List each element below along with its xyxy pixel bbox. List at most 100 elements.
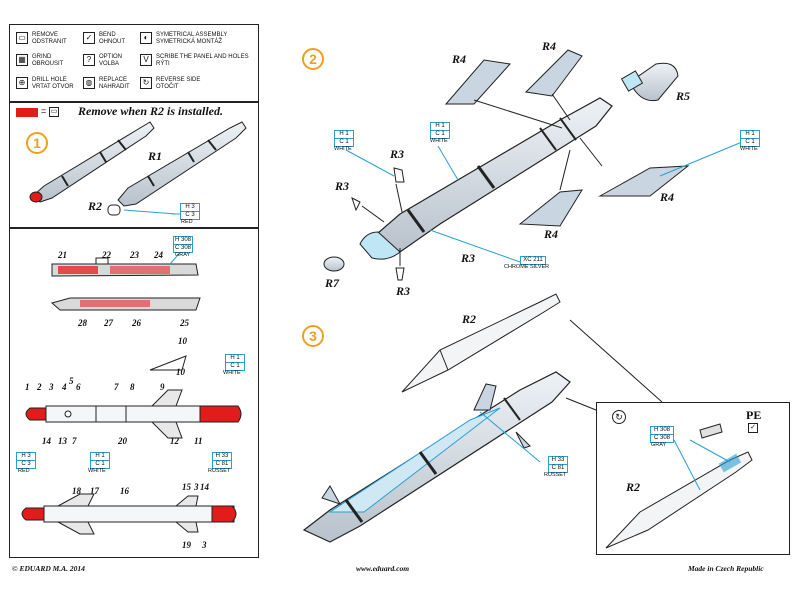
paint-name: RUSSET [208, 468, 231, 474]
part-number: 28 [78, 318, 87, 328]
paint-code: XC 211 [523, 257, 543, 263]
option-icon: ? [83, 54, 95, 66]
paint-callout-chrome: XC 211 [520, 256, 546, 265]
paint-code: C 308 [174, 245, 191, 251]
label-r1: R1 [148, 149, 163, 163]
paint-code: H 1 [741, 131, 759, 139]
part-number: 1 [25, 382, 30, 392]
legend-frame [9, 24, 259, 102]
paint-code: H 33 [549, 457, 567, 465]
reverse-icon: ↻ [140, 77, 152, 89]
legend-label: BEND OHNOUT [99, 32, 125, 45]
part-number: 13 [58, 436, 67, 446]
part-number: 22 [102, 250, 111, 260]
detail-pod [605, 423, 753, 549]
label-r4a: R4 [452, 52, 467, 66]
paint-name: WHITE [430, 138, 448, 144]
step-1-badge: 1 [26, 132, 48, 154]
paint-code: H 308 [651, 427, 673, 435]
paint-code: C 1 [339, 139, 349, 145]
bend-icon: ✓ [748, 423, 758, 433]
part-number: 3 [194, 482, 199, 492]
label-r2c: R2 [626, 480, 641, 494]
paint-name: WHITE [740, 146, 758, 152]
side-view-missile-2 [21, 493, 237, 535]
part-number: 8 [130, 382, 135, 392]
footer-origin: Made in Czech Republic [688, 564, 764, 573]
legend-item-scribe: V SCRIBE THE PANEL AND HOLES RÝTI [140, 54, 264, 68]
part-number: 6 [76, 382, 81, 392]
paint-name: GRAY [651, 442, 667, 448]
grind-icon: ▦ [16, 54, 28, 66]
part-number: 7 [114, 382, 119, 392]
symmetrical-icon: ◐ [140, 32, 152, 44]
step1-missile-a [29, 121, 155, 203]
part-number: 3 [49, 382, 54, 392]
paint-name: GRAY [175, 252, 191, 258]
part-number: 10 [176, 367, 185, 377]
remove-icon: ▭ [16, 32, 28, 44]
part-number: 16 [120, 486, 129, 496]
fin-part-10 [149, 355, 187, 371]
legend-item-replace: ◍ REPLACE NAHRADIT [83, 77, 139, 91]
note-swatch [16, 108, 38, 117]
part-number: 18 [72, 486, 81, 496]
part-number: 12 [170, 436, 179, 446]
part-number: 19 [182, 540, 191, 550]
paint-code: H 3 [17, 453, 35, 461]
paint-code: H 1 [91, 453, 109, 461]
label-r3a: R3 [390, 147, 405, 161]
sprue-bottom [50, 297, 201, 311]
part-number: 20 [118, 436, 127, 446]
step3-missile-body [302, 371, 571, 543]
note-equals: = [41, 106, 47, 116]
paint-name: WHITE [88, 468, 106, 474]
legend-label: REMOVE ODSTRANIT [32, 32, 67, 45]
side-view-missile-1 [25, 389, 242, 439]
legend-item-option: ? OPTION VOLBA [83, 54, 139, 68]
paint-code: C 1 [230, 363, 240, 369]
step2-cap-r5 [620, 62, 679, 102]
sprue-top [51, 257, 199, 277]
part-number: 4 [62, 382, 67, 392]
part-number: 15 [182, 482, 191, 492]
paint-code: C 3 [21, 461, 31, 467]
legend-item-grind: ▦ GRIND OBROUSIT [16, 54, 90, 68]
legend-label: DRILL HOLE VRTAT OTVOR [32, 77, 74, 90]
part-number: 23 [130, 250, 139, 260]
paint-name: RED [181, 219, 193, 225]
paint-code: H 1 [335, 131, 353, 139]
paint-code: H 3 [181, 204, 199, 212]
part-number: 26 [132, 318, 141, 328]
bend-icon: ✓ [83, 32, 95, 44]
label-r2b: R2 [462, 312, 477, 326]
paint-code: H 33 [213, 453, 231, 461]
step-2-badge: 2 [302, 48, 324, 70]
footer-copyright: © EDUARD M.A. 2014 [12, 564, 85, 573]
part-number: 17 [90, 486, 99, 496]
paint-code: H 1 [226, 355, 244, 363]
label-r3c: R3 [461, 251, 476, 265]
paint-name: RUSSET [544, 472, 567, 478]
reverse-icon: ↻ [612, 410, 626, 424]
legend-label: OPTION VOLBA [99, 54, 123, 67]
step1-frame [9, 102, 259, 228]
legend-label: SYMETRICAL ASSEMBLY SYMETRICKÁ MONTÁŽ [156, 32, 228, 45]
paint-code: C 1 [745, 139, 755, 145]
legend-item-symmetrical: ◐ SYMETRICAL ASSEMBLY SYMETRICKÁ MONTÁŽ [140, 32, 261, 46]
part-number: 21 [58, 250, 67, 260]
part-number: 10 [178, 336, 187, 346]
paint-code: H 1 [431, 123, 449, 131]
replace-icon: ◍ [83, 77, 95, 89]
footer-website: www.eduard.com [356, 564, 410, 573]
legend-label: SCRIBE THE PANEL AND HOLES RÝTI [156, 54, 249, 67]
part-number: 25 [180, 318, 189, 328]
